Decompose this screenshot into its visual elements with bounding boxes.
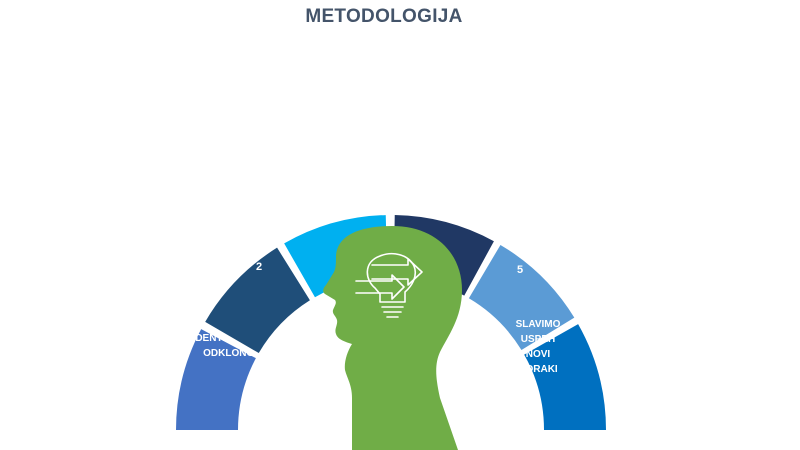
segment-number-6: 6: [489, 355, 495, 367]
segment-number-4: 4: [464, 176, 471, 188]
segment-label-line: KORAKI: [518, 364, 558, 375]
segment-label-line: NOVEGA: [430, 132, 473, 143]
segment-label-line: SLAVIMO: [516, 319, 561, 330]
segment-label-3: UPORABA RAZLIČNIH MODALITET IN METOD: [294, 105, 365, 161]
segment-label-line: MOTEČIH: [219, 227, 265, 240]
segment-label-line: USPEH: [521, 334, 555, 345]
segment-6: [524, 324, 606, 430]
segment-label-line: USTAVRJANJE: [416, 117, 488, 128]
segment-label-2: ODPRAVLJANJE DESTRUKTIVNIH MOTEČIH VEDENJ: [201, 199, 282, 255]
segment-5: [468, 244, 575, 351]
segment-1: [176, 329, 256, 430]
head-silhouette: [323, 226, 462, 450]
segment-label-line: RAZLIČNIH: [303, 118, 357, 131]
segment-number-1: 1: [280, 359, 286, 371]
segment-label-line: ODPRAVLJANJE: [202, 199, 283, 210]
segment-label-line: MODALITET IN: [294, 135, 365, 146]
segment-label-line: ODKLONOV: [203, 348, 261, 359]
segment-label-line: EVALVACIJA: [501, 215, 562, 226]
segment-number-2: 2: [256, 261, 262, 273]
lightbulb-arrows-icon: [355, 252, 423, 318]
segment-number-3: 3: [304, 171, 310, 183]
segment-number-5: 5: [517, 264, 523, 276]
segment-label-5: EVALVACIJA PROCESA: [501, 215, 562, 241]
segment-label-line: VEDENJ: [222, 244, 262, 255]
segment-label-6: SLAVIMO USPEH NOVI KORAKI: [516, 319, 561, 375]
segment-label-line: DESTRUKTIVNIH: [201, 214, 282, 225]
segment-label-line: PROCESA: [507, 230, 556, 241]
segment-label-4: USTAVRJANJE NOVEGA VEDENJA: [416, 117, 488, 158]
page-title: METODOLOGIJA: [305, 6, 463, 27]
segment-label-line: UPORABA: [305, 105, 356, 116]
segment-label-line: NOVI: [526, 349, 551, 360]
segment-2: [205, 247, 310, 354]
segment-label-line: VEDENJA: [428, 147, 475, 158]
segment-label-line: IDENTIFIKACIJA: [193, 333, 272, 344]
segment-label-line: METOD: [312, 150, 348, 161]
